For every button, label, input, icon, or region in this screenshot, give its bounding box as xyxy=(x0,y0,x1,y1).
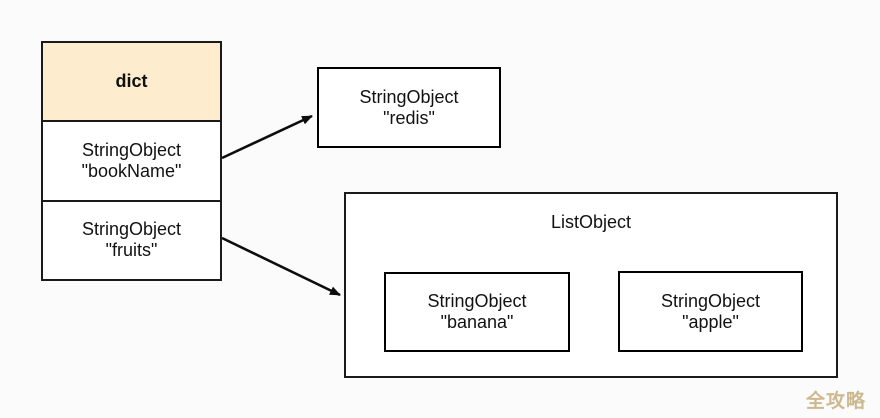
string-object-redis-value: "redis" xyxy=(383,107,435,128)
string-object-redis: StringObject "redis" xyxy=(317,67,501,148)
watermark-text: 全攻略 xyxy=(806,390,867,412)
dict-node: dict StringObject "bookName" StringObjec… xyxy=(41,41,222,281)
dict-entry-fruits: StringObject "fruits" xyxy=(43,202,220,280)
string-object-banana-type: StringObject xyxy=(427,291,527,312)
dict-entry-bookname: StringObject "bookName" xyxy=(43,122,220,202)
dict-title: dict xyxy=(43,43,220,122)
string-object-banana-value: "banana" xyxy=(440,312,514,332)
arrow-fruits-to-listobject xyxy=(221,236,341,297)
string-object-redis-type: StringObject xyxy=(359,86,459,107)
string-object-banana: StringObject "banana" xyxy=(384,272,570,352)
dict-entry-fruits-type: StringObject xyxy=(81,219,182,240)
dict-entry-bookname-type: StringObject xyxy=(81,139,182,160)
dict-entry-bookname-value: "bookName" xyxy=(81,160,182,181)
string-object-apple: StringObject "apple" xyxy=(618,271,803,352)
arrow-bookname-to-redis xyxy=(221,114,313,160)
dict-entry-fruits-value: "fruits" xyxy=(105,240,158,261)
string-object-apple-value: "apple" xyxy=(682,311,739,332)
string-object-apple-type: StringObject xyxy=(660,290,761,311)
list-object-title: ListObject xyxy=(550,212,632,232)
